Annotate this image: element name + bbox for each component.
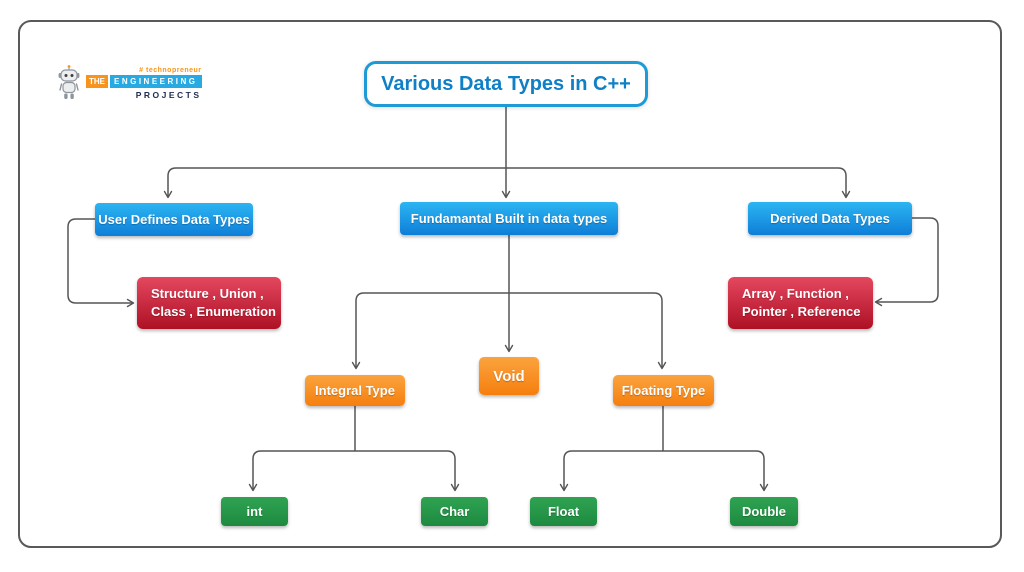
node-float: Float [530, 497, 597, 526]
logo-the: THE [86, 74, 108, 88]
derived-detail-line2: Pointer , Reference [742, 304, 861, 319]
node-integral-type: Integral Type [305, 375, 405, 406]
node-user-defined-detail: Structure , Union , Class , Enumeration [137, 277, 281, 329]
logo-projects: PROJECTS [135, 89, 202, 100]
node-int: int [221, 497, 288, 526]
node-derived-data-types: Derived Data Types [748, 202, 912, 235]
node-fundamental-built-in-data-types: Fundamantal Built in data types [400, 202, 618, 235]
node-floating-type: Floating Type [613, 375, 714, 406]
node-char: Char [421, 497, 488, 526]
outer-frame [18, 20, 1002, 548]
user-defined-detail-line1: Structure , Union , [151, 285, 264, 301]
node-derived-detail: Array , Function , Pointer , Reference [728, 277, 873, 329]
logo-tagline: # technopreneur [139, 66, 202, 74]
logo-engineering: ENGINEERING [110, 74, 202, 88]
robot-icon [58, 65, 80, 99]
node-user-defined-data-types: User Defines Data Types [95, 203, 253, 236]
user-defined-detail-line2: Class , Enumeration [151, 304, 276, 319]
diagram-title: Various Data Types in C++ [364, 61, 648, 107]
brand-logo: # technopreneur THE ENGINEERING PROJECTS [56, 64, 202, 102]
node-double: Double [730, 497, 798, 526]
node-void: Void [479, 357, 539, 395]
derived-detail-line1: Array , Function , [742, 285, 849, 301]
